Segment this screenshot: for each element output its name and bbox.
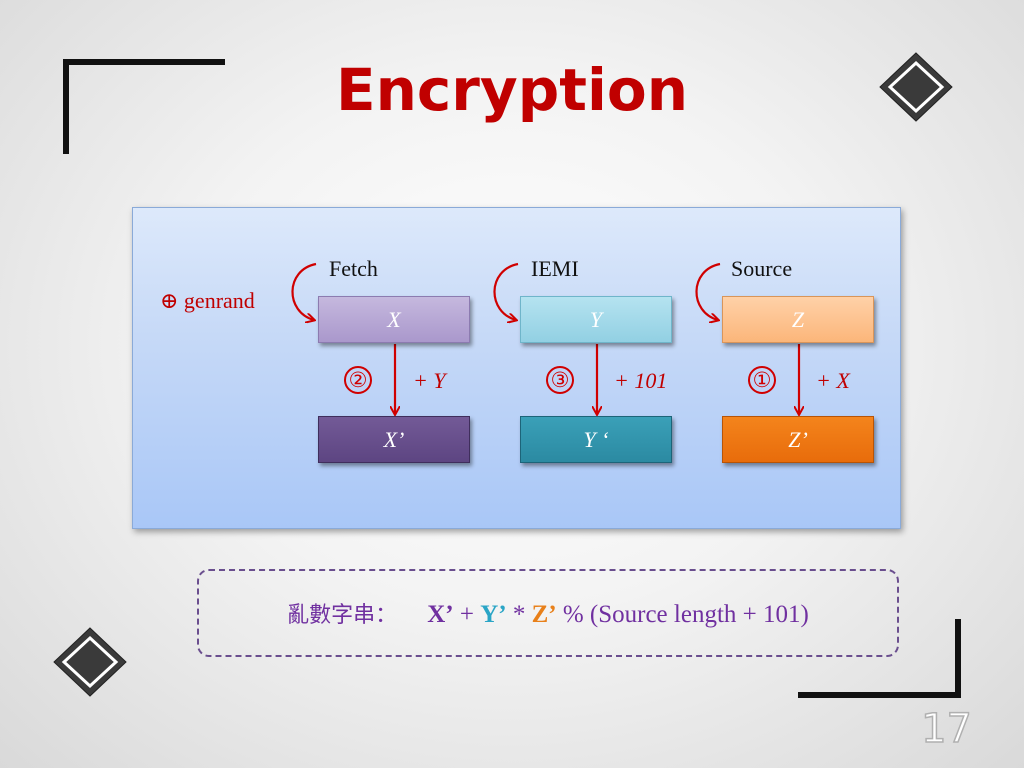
box-z: Z (722, 296, 874, 343)
corner-decoration-bottom-right-vertical (955, 619, 961, 698)
fetch-input-arrow (291, 262, 316, 320)
step-marker-1: ① (748, 366, 776, 394)
operation-plus-101: + 101 (614, 368, 668, 393)
formula-text: 亂數字串： X’ + Y’ * Z’ % (Source length + 101… (197, 597, 899, 629)
box-y: Y (520, 296, 672, 343)
formula-z-prime: Z’ (531, 601, 557, 628)
box-z-prime: Z’ (722, 416, 874, 463)
iemi-input-arrow (493, 262, 518, 320)
genrand-label: ⊕ genrand (160, 288, 255, 313)
diagram-panel (132, 207, 901, 529)
corner-decoration-bottom-right (798, 692, 961, 698)
column-label-iemi: IEMI (531, 256, 579, 281)
formula-y-prime: Y’ (480, 601, 507, 628)
corner-decoration-top-left (63, 59, 225, 65)
box-x-prime: X’ (318, 416, 470, 463)
formula-plus: + (459, 601, 474, 628)
diamond-icon-bottom-left (53, 627, 127, 697)
formula-box (197, 569, 899, 657)
formula-x-prime: X’ (427, 601, 454, 628)
formula-times: * (512, 601, 526, 628)
page-number: 17 (920, 705, 972, 753)
box-y-prime: Y ‘ (520, 416, 672, 463)
operation-plus-x: + X (816, 368, 850, 393)
step-marker-2: ② (344, 366, 372, 394)
column-label-fetch: Fetch (329, 256, 378, 281)
slide-title: Encryption (336, 56, 688, 124)
formula-label: 亂數字串： (287, 603, 398, 628)
diamond-icon-top-right (879, 52, 953, 122)
corner-decoration-top-left-vertical (63, 59, 69, 154)
operation-plus-y: + Y (413, 368, 446, 393)
box-x: X (318, 296, 470, 343)
formula-rest: % (Source length + 101) (562, 601, 809, 628)
step-marker-3: ③ (546, 366, 574, 394)
column-label-source: Source (731, 256, 793, 281)
source-input-arrow (695, 262, 720, 320)
